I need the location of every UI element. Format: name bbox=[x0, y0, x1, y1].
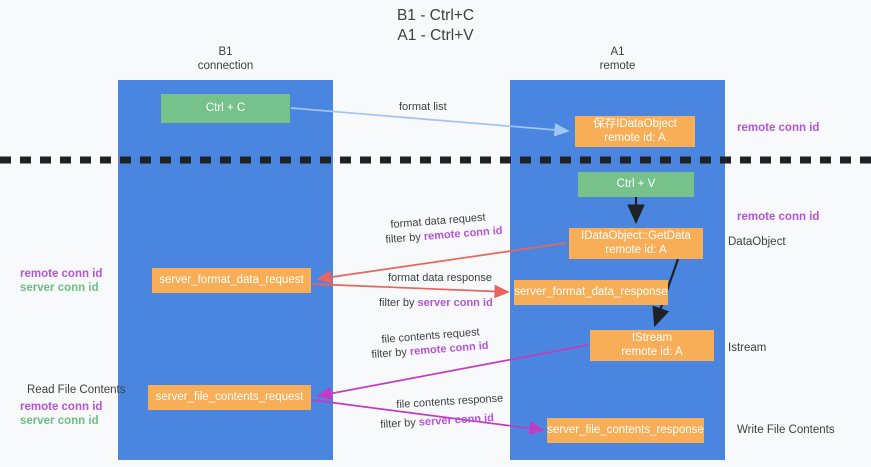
note-text: Istream bbox=[728, 342, 767, 354]
node-server-format-data-request[interactable]: server_format_data_request bbox=[152, 268, 311, 293]
connector-format-data-request bbox=[316, 242, 567, 284]
swimlane-header-a1: A1 remote bbox=[599, 46, 636, 72]
note-left-conn-ids-upper: remote conn id server conn id bbox=[20, 268, 102, 295]
node-server-file-contents-response[interactable]: server_file_contents_response bbox=[547, 418, 704, 443]
swimlane-header-b1: B1 connection bbox=[197, 46, 254, 72]
note-write-file-contents: Write File Contents bbox=[737, 424, 835, 438]
edge-label-filter-by-server-conn-id-1: filter by server conn id bbox=[379, 297, 493, 310]
note-remote-conn-id-top: remote conn id bbox=[737, 122, 819, 136]
connector-file-contents-request bbox=[316, 344, 589, 401]
server-conn-id-value: server conn id bbox=[417, 297, 493, 309]
edge-label-format-data-response: format data response bbox=[388, 272, 492, 284]
note-server-conn-id: server conn id bbox=[20, 281, 99, 294]
note-text: Write File Contents bbox=[737, 424, 835, 436]
note-text: DataObject bbox=[728, 236, 786, 248]
edge-label-format-list: format list bbox=[399, 101, 447, 113]
connector-file-contents-response bbox=[311, 399, 545, 435]
node-ctrl-c[interactable]: Ctrl + C bbox=[161, 94, 290, 123]
note-remote-conn-id-mid: remote conn id bbox=[737, 211, 819, 225]
note-text: remote conn id bbox=[737, 122, 820, 134]
note-istream: Istream bbox=[728, 342, 766, 356]
note-remote-conn-id: remote conn id bbox=[20, 401, 103, 413]
note-left-conn-ids-lower: remote conn id server conn id bbox=[20, 401, 102, 428]
connector-format-list bbox=[290, 107, 570, 137]
note-read-file-contents: Read File Contents bbox=[27, 384, 125, 398]
node-server-format-data-response[interactable]: server_format_data_response bbox=[514, 280, 668, 305]
page-title: B1 - Ctrl+C A1 - Ctrl+V bbox=[396, 7, 475, 44]
note-remote-conn-id: remote conn id bbox=[20, 268, 103, 280]
node-idataobject-getdata[interactable]: IDataObject::GetData remote id: A bbox=[569, 228, 703, 259]
node-istream[interactable]: IStream remote id: A bbox=[590, 330, 714, 361]
note-server-conn-id: server conn id bbox=[20, 414, 99, 427]
node-server-file-contents-request[interactable]: server_file_contents_request bbox=[148, 385, 311, 410]
connector-format-data-response bbox=[311, 283, 510, 299]
node-ctrl-v[interactable]: Ctrl + V bbox=[578, 172, 694, 197]
note-dataobject: DataObject bbox=[728, 236, 786, 250]
note-text: remote conn id bbox=[737, 211, 820, 223]
filter-prefix: filter by bbox=[379, 297, 418, 309]
node-save-idataobject[interactable]: 保存IDataObject remote id: A bbox=[575, 116, 695, 147]
note-text: Read File Contents bbox=[27, 384, 126, 396]
